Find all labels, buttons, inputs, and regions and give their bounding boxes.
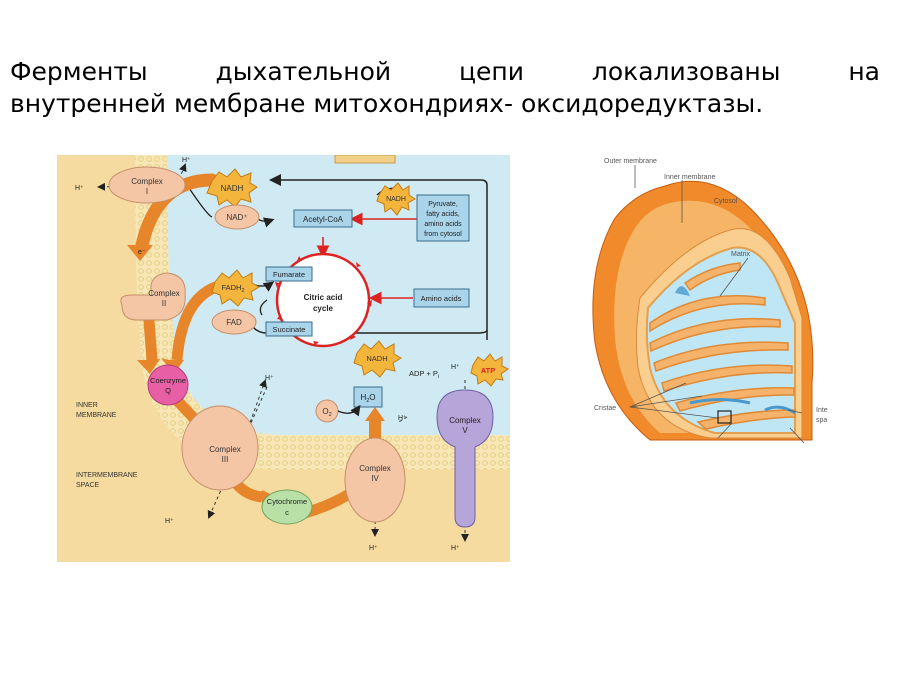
- zoom-box: [717, 410, 732, 424]
- atp-badge: ATP: [470, 353, 509, 387]
- acetyl-coa-box: [293, 209, 353, 228]
- svg-text:H2O: H2O: [360, 393, 375, 404]
- proton-label: H⁺: [75, 185, 84, 192]
- nad-plus-label: NAD⁺: [226, 213, 247, 222]
- title-word: Ферменты: [10, 57, 148, 86]
- nadh-badge: NADH: [376, 182, 416, 216]
- cristae: [649, 262, 796, 430]
- water-box: [353, 386, 383, 408]
- svg-text:NADH: NADH: [221, 184, 244, 193]
- complex-3: [181, 405, 259, 491]
- svg-text:FADH2: FADH2: [221, 283, 244, 294]
- electron-label: e⁻: [138, 249, 146, 256]
- title-line-1: Ферменты дыхательной цепи локализованы н…: [10, 56, 880, 88]
- coenzyme-q-label: Coenzyme: [150, 376, 186, 385]
- complex-1-label: Complex: [131, 177, 163, 186]
- proton-label: H⁺: [398, 415, 407, 422]
- intermembrane-label: SPACE: [76, 482, 100, 489]
- complex-5: [436, 389, 494, 528]
- amino-acids-label: Amino acids: [421, 294, 462, 303]
- title-line-2: внутренней мембране митохондриях- оксидо…: [10, 89, 764, 118]
- complex-2-label: II: [162, 299, 166, 308]
- nad-plus: [214, 204, 260, 230]
- nadh-badge: NADH: [206, 168, 258, 208]
- fumarate-label: Fumarate: [273, 270, 305, 279]
- acetyl-coa-label: Acetyl-CoA: [303, 215, 344, 224]
- fad-label: FAD: [226, 318, 242, 327]
- inner-membrane-label: INNER: [76, 402, 98, 409]
- title-word: цепи: [459, 57, 525, 86]
- title-word: дыхательной: [215, 57, 392, 86]
- amino-acids-box: [413, 288, 470, 308]
- nadh-badge: NADH: [353, 340, 402, 378]
- proton-label: H⁺: [451, 545, 460, 552]
- outer-membrane-label: Outer membrane: [604, 158, 657, 165]
- proton-label: H⁺: [165, 518, 174, 525]
- cycle-label: cycle: [313, 304, 334, 313]
- complex-5-label: V: [462, 426, 468, 435]
- proton-label: H⁺: [265, 375, 274, 382]
- mitochondrion-diagram: Outer membrane Inner membrane Cytosol Ma…: [592, 158, 828, 443]
- pyruvate-label: fatty acids,: [426, 211, 460, 218]
- complex-4-label: IV: [371, 474, 379, 483]
- inner-membrane-label: MEMBRANE: [76, 412, 117, 419]
- electron-transport-diagram: Citric acid cycle Complex I Complex II C…: [57, 155, 510, 562]
- cytochrome-c: [261, 489, 313, 525]
- intermembrane-label: spa: [816, 417, 827, 424]
- succinate-label: Succinate: [273, 325, 306, 334]
- intermembrane-label: INTERMEMBRANE: [76, 472, 138, 479]
- title-word: локализованы: [591, 57, 781, 86]
- svg-text:NADH: NADH: [386, 196, 406, 203]
- succinate-box: [265, 321, 313, 337]
- proton-label: H⁺: [182, 157, 191, 164]
- fumarate-box: [265, 266, 313, 282]
- coenzyme-q-label: Q: [165, 386, 171, 395]
- matrix-label: Matrix: [731, 251, 751, 258]
- title-word: на: [848, 57, 880, 86]
- complex-1-label: I: [146, 187, 148, 196]
- svg-text:NADH: NADH: [366, 354, 387, 363]
- complex-3-label: III: [222, 455, 229, 464]
- complex-2-label: Complex: [148, 289, 180, 298]
- intermembrane-label: Inte: [816, 407, 828, 414]
- pyruvate-label: from cytosol: [424, 231, 462, 238]
- complex-4-label: Complex: [359, 464, 391, 473]
- pyruvate-box: [416, 194, 470, 242]
- cytochrome-c-label: c: [285, 508, 289, 517]
- slide-title: Ферменты дыхательной цепи локализованы н…: [10, 56, 880, 120]
- svg-text:O2: O2: [322, 407, 331, 418]
- adp-pi-label: ADP + Pi: [409, 369, 439, 380]
- coenzyme-q: [147, 364, 189, 406]
- complex-5-label: Complex: [449, 416, 481, 425]
- proton-label: H⁺: [369, 545, 378, 552]
- complex-3-label: Complex: [209, 445, 241, 454]
- svg-text:ATP: ATP: [481, 366, 495, 375]
- fadh2-badge: FADH2: [211, 269, 260, 307]
- cytochrome-c-label: Cytochrome: [267, 497, 307, 506]
- complex-1: [108, 166, 186, 204]
- proton-label: H⁺: [451, 364, 460, 371]
- complex-2: [120, 272, 186, 321]
- fad: [211, 309, 257, 335]
- pyruvate-label: Pyruvate,: [428, 201, 458, 208]
- inner-membrane-label: Inner membrane: [664, 174, 715, 181]
- cytosol-label: Cytosol: [714, 198, 738, 205]
- complex-4: [344, 437, 406, 523]
- pyruvate-label: amino acids: [424, 221, 462, 228]
- cristae-label: Cristae: [594, 405, 616, 412]
- cycle-label: Citric acid: [304, 293, 343, 302]
